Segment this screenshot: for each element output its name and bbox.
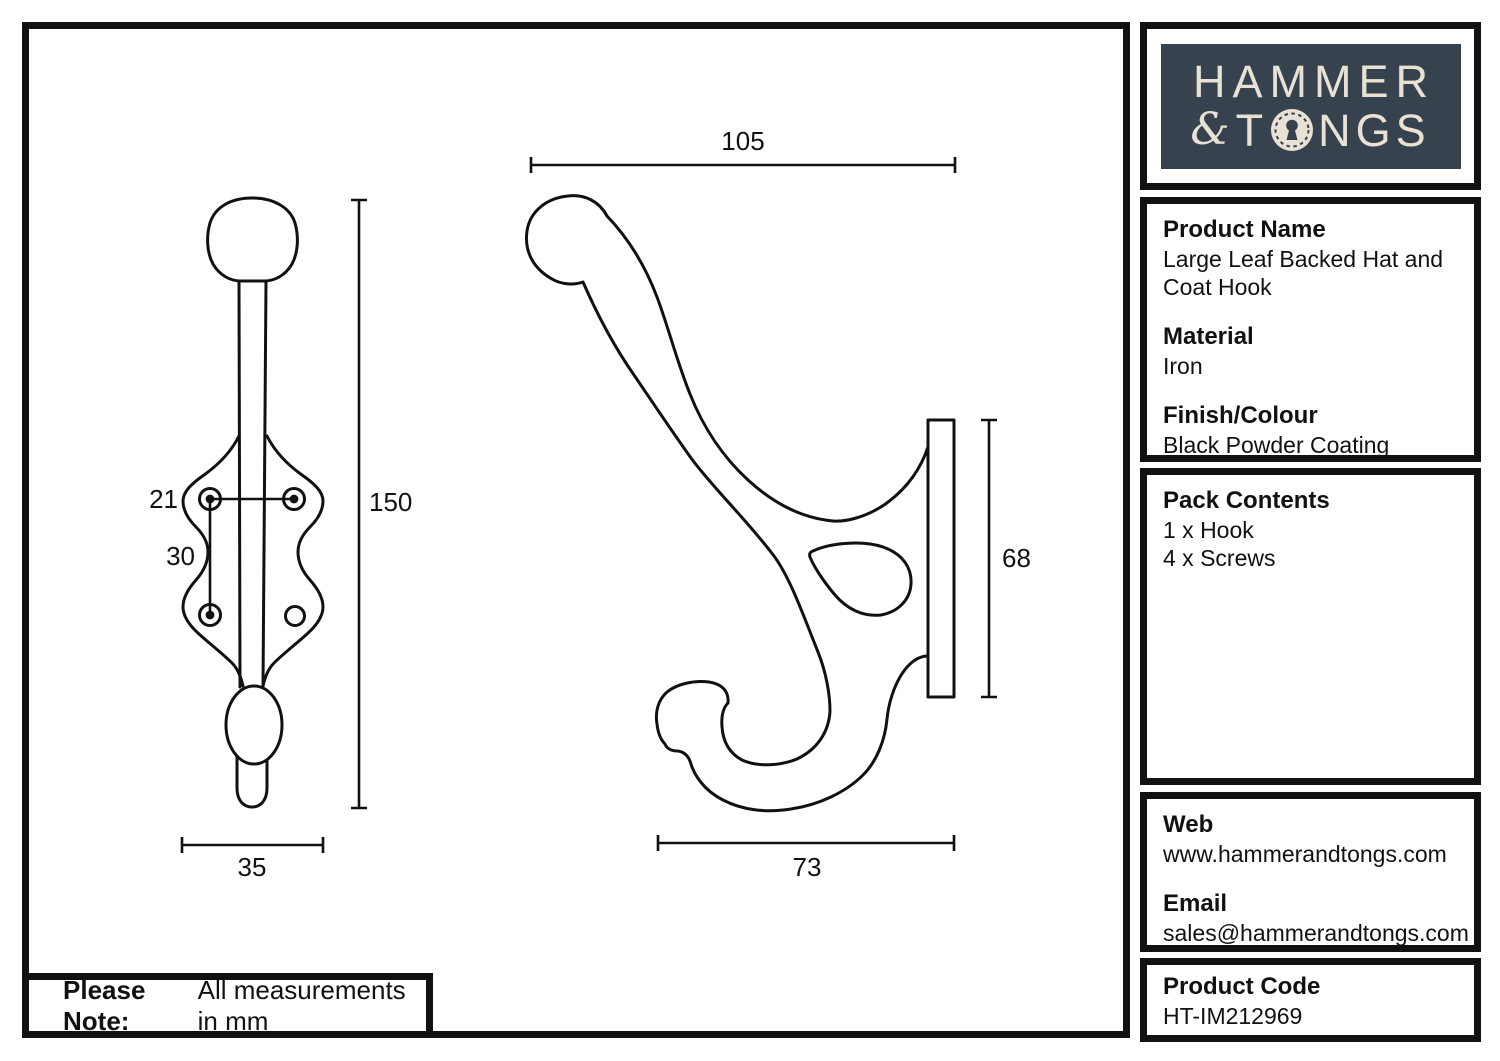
front-view-drawing <box>181 196 325 809</box>
logo-ampersand: & <box>1190 104 1230 155</box>
dim-line-68 <box>981 418 997 699</box>
web-label: Web <box>1163 811 1214 838</box>
screw-hole-bottom-right <box>284 605 306 627</box>
pack-contents-item2: 4 x Screws <box>1163 544 1276 571</box>
dim-line-105 <box>529 157 957 173</box>
keyhole-icon <box>1271 109 1314 151</box>
note-label: Please Note: <box>63 974 146 1036</box>
material-label: Material <box>1163 322 1254 350</box>
email-label: Email <box>1163 889 1228 917</box>
product-code-value: HT-IM212969 <box>1163 1002 1303 1029</box>
logo-word-hammer: HAMMER <box>1193 56 1435 107</box>
logo-ngs: NGS <box>1318 104 1431 156</box>
product-name-value-line1: Large Leaf Backed Hat and <box>1163 245 1444 272</box>
front-stem-outline <box>237 279 268 689</box>
contact-box: Web www.hammerandtongs.com Email sales@h… <box>1140 792 1481 952</box>
front-backplate-outline <box>181 434 325 688</box>
finish-value: Black Powder Coating <box>1163 431 1390 458</box>
side-view-drawing <box>524 194 956 813</box>
dim-label-68: 68 <box>1002 543 1031 573</box>
measurements-note: Please Note: All measurements in mm <box>22 973 433 1038</box>
logo-box: HAMMER & T NGS <box>1140 22 1481 190</box>
dim-line-73 <box>656 835 956 851</box>
hammer-and-tongs-logo: HAMMER & T NGS <box>1160 43 1461 169</box>
side-view-dimensions: 105 68 73 <box>529 126 1031 882</box>
product-info-box: Product Name Large Leaf Backed Hat and C… <box>1140 197 1481 462</box>
finish-label: Finish/Colour <box>1163 401 1318 429</box>
dim-label-30: 30 <box>166 541 195 571</box>
dim-line-150 <box>351 198 367 810</box>
dim-dot-top-right <box>289 494 299 504</box>
dim-label-35: 35 <box>238 852 267 882</box>
product-name-value-line2: Coat Hook <box>1163 273 1272 300</box>
side-wall-plate <box>926 418 956 699</box>
dim-dot-bottom-left <box>205 610 215 620</box>
product-name-label: Product Name <box>1163 216 1326 243</box>
front-view-dimensions: 21 30 150 35 <box>149 198 412 882</box>
dim-label-105: 105 <box>721 126 764 156</box>
pack-contents-label: Pack Contents <box>1163 487 1330 514</box>
material-value: Iron <box>1163 352 1203 379</box>
front-knob-outline <box>206 196 299 283</box>
dim-line-35 <box>180 837 325 853</box>
dim-label-21: 21 <box>149 484 178 514</box>
logo-word-tongs: & T NGS <box>1190 107 1430 153</box>
pack-contents-box: Pack Contents 1 x Hook 4 x Screws <box>1140 468 1481 785</box>
pack-contents-item1: 1 x Hook <box>1163 516 1254 543</box>
product-code-label: Product Code <box>1163 973 1321 1000</box>
logo-t: T <box>1235 104 1269 156</box>
side-teardrop-cutout <box>808 541 913 617</box>
email-value: sales@hammerandtongs.com <box>1163 919 1469 946</box>
front-hook-tongue-outline <box>235 750 269 809</box>
front-hook-tip-oval <box>224 684 284 766</box>
dim-label-150: 150 <box>369 487 412 517</box>
note-text: All measurements in mm <box>197 974 406 1036</box>
web-value: www.hammerandtongs.com <box>1163 840 1447 867</box>
dim-label-73: 73 <box>793 852 822 882</box>
side-hook-outline <box>524 194 930 813</box>
product-code-box: Product Code HT-IM212969 <box>1140 958 1481 1042</box>
